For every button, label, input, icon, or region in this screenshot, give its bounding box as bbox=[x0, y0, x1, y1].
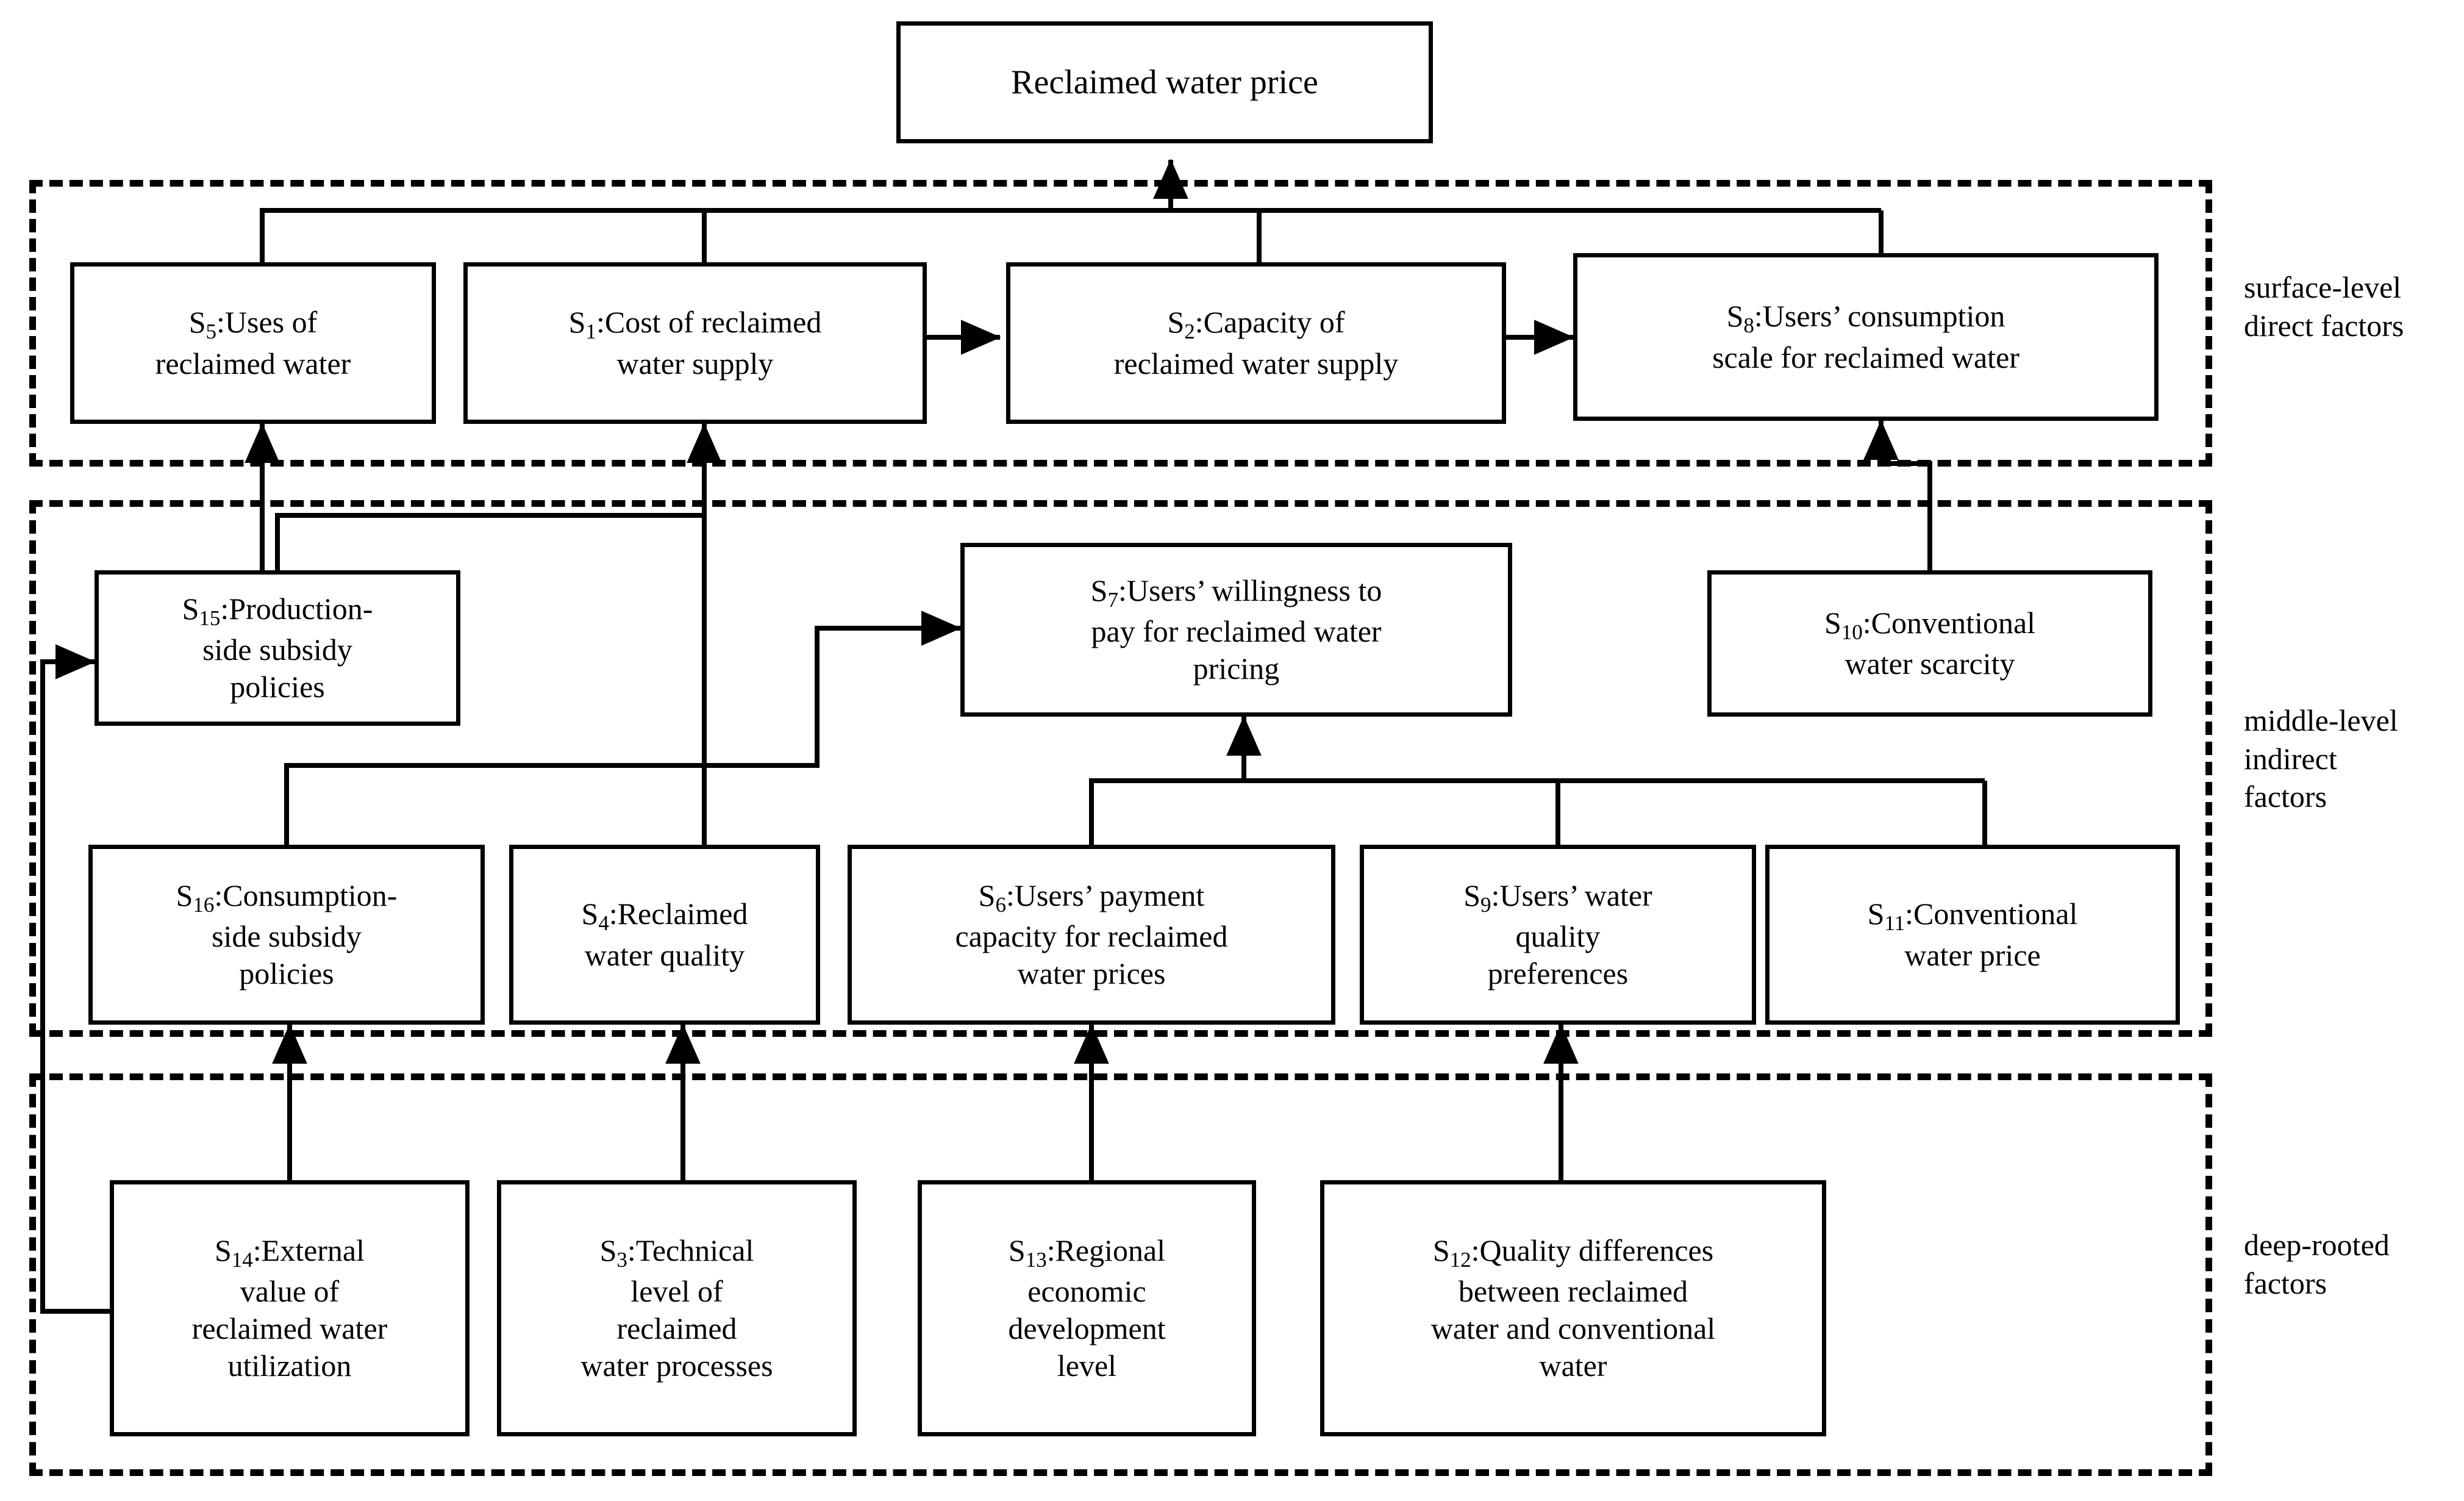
node-s8-subscript: 8 bbox=[1743, 313, 1754, 338]
node-s14-subscript: 14 bbox=[231, 1247, 253, 1272]
node-s5-subscript: 5 bbox=[205, 320, 217, 344]
band-label-surface: surface-level direct factors bbox=[2244, 268, 2404, 345]
node-s6-subscript: 6 bbox=[995, 892, 1006, 917]
band-label-deep-line1: deep-rooted bbox=[2244, 1228, 2390, 1262]
node-s15-subscript: 15 bbox=[199, 606, 221, 630]
node-s12-subscript: 12 bbox=[1449, 1247, 1471, 1272]
node-reclaimed-water-price[interactable]: Reclaimed water price bbox=[896, 21, 1433, 143]
band-label-middle-line2: indirect bbox=[2244, 741, 2337, 776]
node-s7-subscript: 7 bbox=[1107, 587, 1118, 612]
band-middle-level bbox=[29, 500, 2212, 1037]
band-label-surface-line1: surface-level bbox=[2244, 270, 2402, 304]
node-s1-subscript: 1 bbox=[585, 320, 596, 344]
node-s16-subscript: 16 bbox=[193, 892, 215, 917]
node-s3-subscript: 3 bbox=[616, 1247, 627, 1272]
node-s2-subscript: 2 bbox=[1184, 320, 1195, 344]
node-s11-subscript: 11 bbox=[1884, 911, 1905, 936]
band-label-deep: deep-rooted factors bbox=[2244, 1226, 2390, 1302]
band-deep-rooted bbox=[29, 1073, 2212, 1476]
band-label-middle-line3: factors bbox=[2244, 779, 2327, 814]
band-surface-level bbox=[29, 180, 2212, 467]
node-s13-subscript: 13 bbox=[1025, 1247, 1047, 1272]
band-label-surface-line2: direct factors bbox=[2244, 308, 2404, 343]
node-reclaimed-water-price-label: Reclaimed water price bbox=[1011, 63, 1318, 101]
node-s9-subscript: 9 bbox=[1480, 892, 1491, 917]
band-label-middle-line1: middle-level bbox=[2244, 703, 2398, 737]
node-s4-subscript: 4 bbox=[598, 911, 609, 936]
node-s10-subscript: 10 bbox=[1841, 620, 1863, 644]
band-label-middle: middle-level indirect factors bbox=[2244, 701, 2398, 816]
band-label-deep-line2: factors bbox=[2244, 1266, 2327, 1300]
